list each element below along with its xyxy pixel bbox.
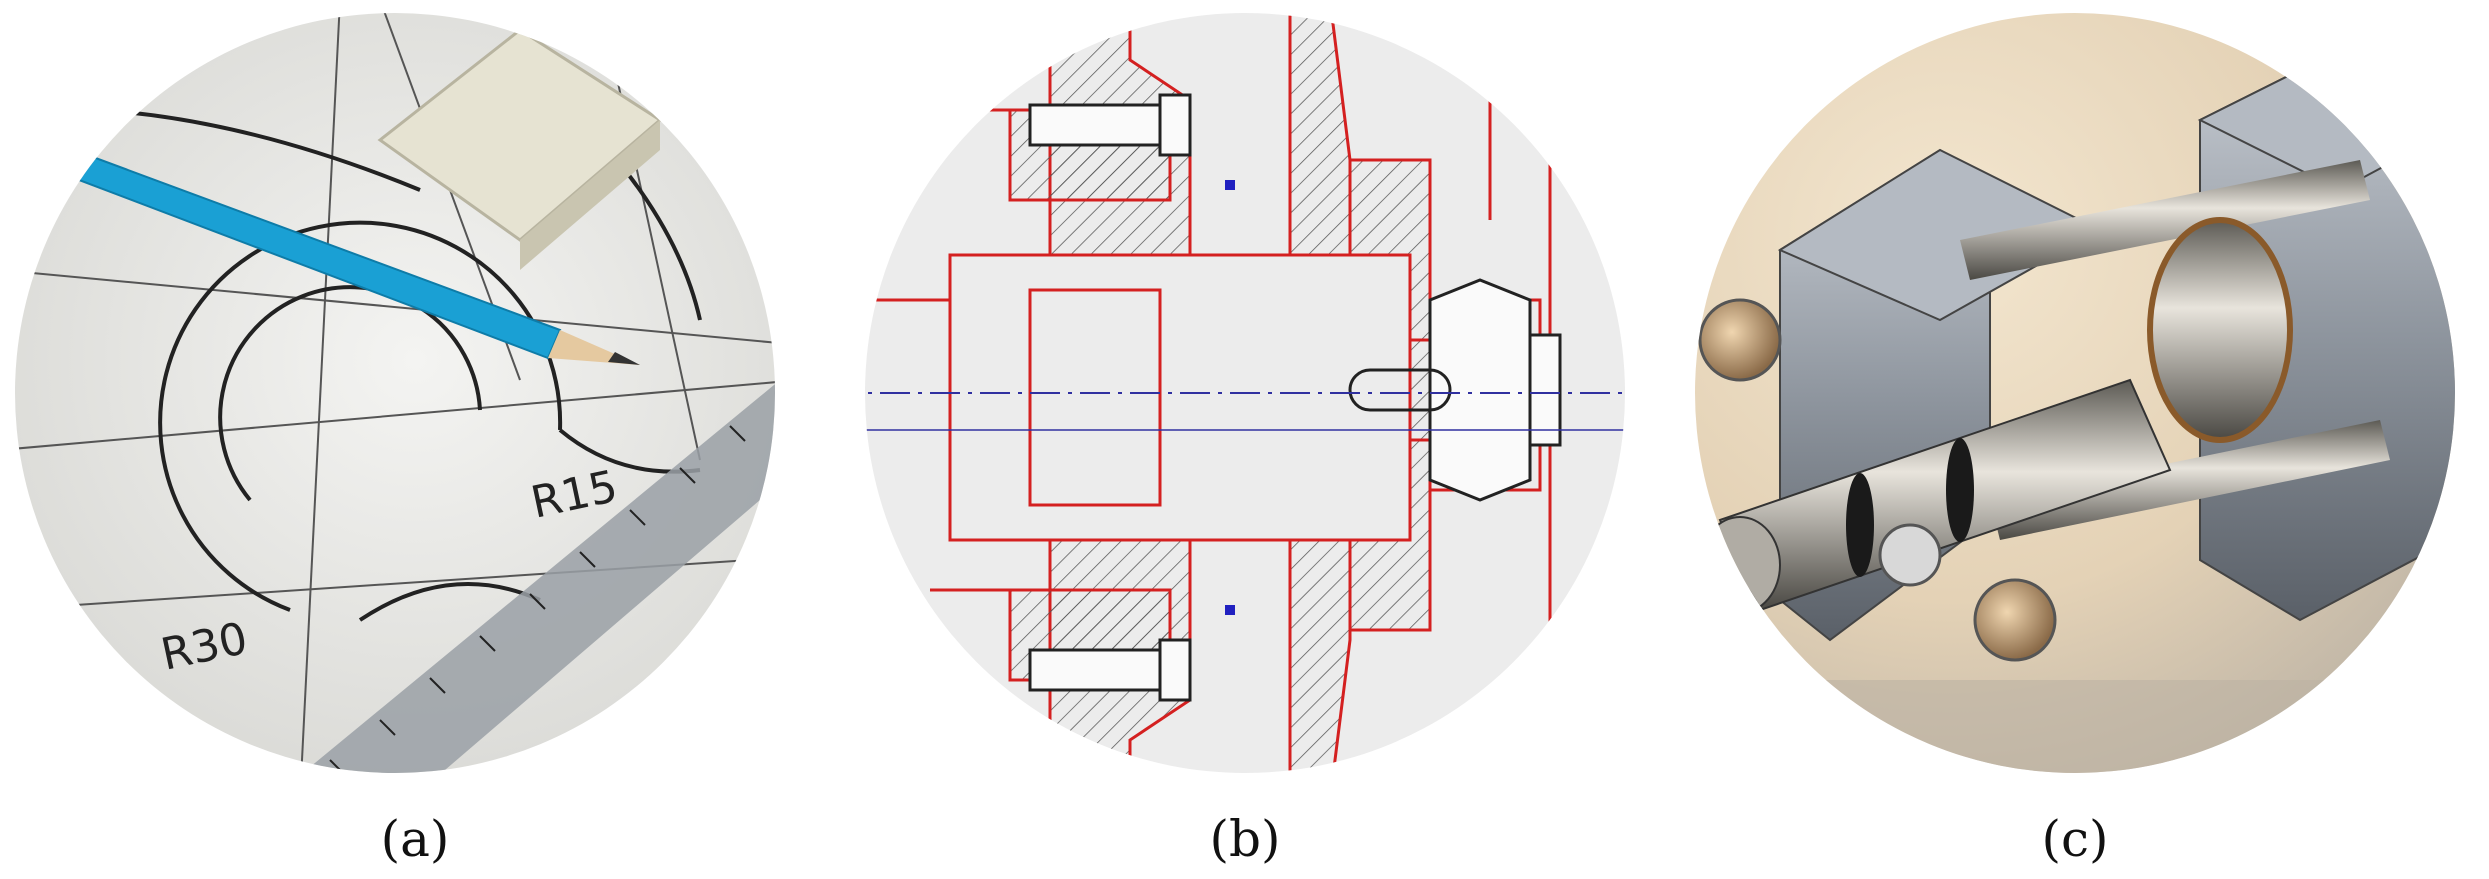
pencil [15,128,640,365]
hand-drawing-photo: R15 R30 [15,13,775,773]
caption-c: (c) [2041,810,2109,868]
cad-section-drawing [865,13,1625,773]
3d-cutaway-render [1695,13,2455,773]
panel-a: R15 R30 [0,0,830,879]
ruler [270,380,775,773]
panel-c: (c) [1660,0,2489,879]
caption-b: (b) [1209,810,1281,868]
panel-b: (b) [830,0,1660,879]
caption-a: (a) [380,810,450,868]
